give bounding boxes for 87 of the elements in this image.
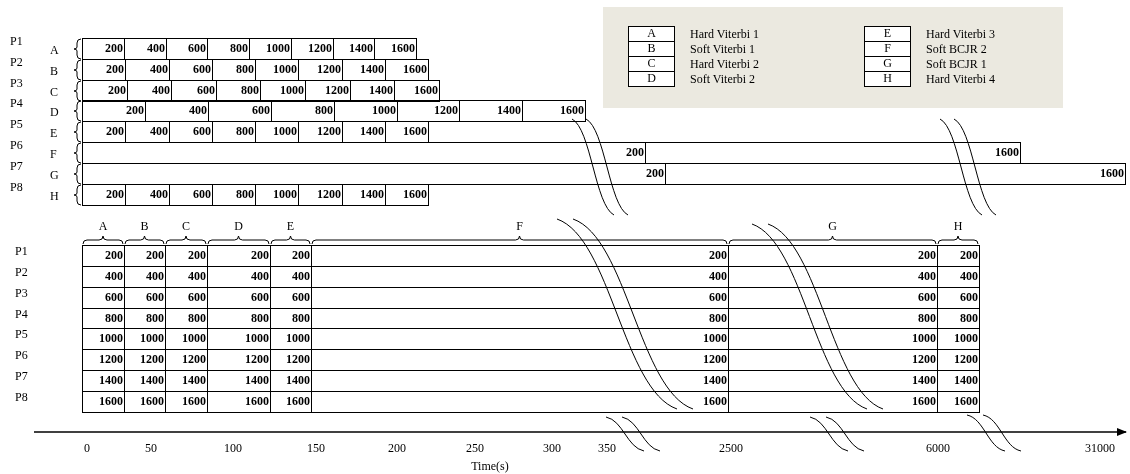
column-letter: E [286,219,295,233]
row-label: P1 [15,244,28,258]
row-letter: C [50,85,58,99]
row-letter: D [50,105,59,119]
tick-label: 0 [84,441,90,455]
bar-segment: 1400 [459,100,523,122]
row-label: P3 [10,76,23,90]
bar-segment: 200 [937,245,980,267]
row-label: P6 [10,138,23,152]
row-label: P7 [10,159,23,173]
row-letter: E [50,126,58,140]
legend-key-box: B [628,41,675,57]
tick-label: 350 [598,441,616,455]
legend-description: Hard Viterbi 2 [690,57,760,71]
row-label: P7 [15,369,28,383]
bar-segment: 1600 [385,184,429,206]
bar-segment: 1200 [397,100,460,122]
legend-description: Soft BCJR 2 [926,42,987,56]
tick-label: 31000 [1085,441,1115,455]
legend-description: Hard Viterbi 1 [690,27,760,41]
bar-segment: 200 [82,121,126,143]
row-label: P8 [10,180,23,194]
tick-label: 150 [307,441,325,455]
column-letter: G [828,219,837,233]
row-label: P5 [15,327,28,341]
column-letter: F [516,219,523,233]
row-label: P5 [10,117,23,131]
row-letter: G [50,168,59,182]
bar-segment: 200 [82,142,646,164]
bar-segment: 1600 [522,100,586,122]
bar-segment: 200 [82,100,146,122]
tick-label: 200 [388,441,406,455]
bar-segment: 1600 [82,391,125,413]
tick-label: 2500 [719,441,743,455]
bar-segment: 200 [82,245,125,267]
tick-label: 250 [466,441,484,455]
legend-panel [603,7,1063,108]
legend-key-box: G [864,56,911,72]
column-letter: D [234,219,243,233]
row-label: P2 [10,55,23,69]
legend-description: Soft BCJR 1 [926,57,987,71]
row-letter: F [50,147,57,161]
row-letter: B [50,64,58,78]
row-letter: A [50,43,59,57]
legend-key-box: D [628,71,675,87]
bar-segment: 1600 [394,80,440,102]
bar-segment: 200 [82,80,128,102]
bar-segment: 200 [82,59,126,81]
bar-segment: 600 [82,287,125,309]
tick-label: 300 [543,441,561,455]
legend-key-box: F [864,41,911,57]
legend-description: Soft Viterbi 2 [690,72,756,86]
legend-description: Hard Viterbi 4 [926,72,996,86]
bar-segment: 1600 [937,391,980,413]
row-label: P2 [15,265,28,279]
bar-segment: 200 [82,163,666,185]
tick-label: 100 [224,441,242,455]
tick-label: 50 [145,441,157,455]
bar-segment: 200 [82,38,125,60]
axis-title: Time(s) [471,459,509,473]
legend-description: Hard Viterbi 3 [926,27,996,41]
column-letter: B [140,219,149,233]
bar-segment: 1600 [665,163,1126,185]
legend-key-box: C [628,56,675,72]
legend-key-box: A [628,26,675,42]
row-label: P3 [15,286,28,300]
column-letter: A [98,219,108,233]
bar-segment: 1000 [82,328,125,350]
bar-segment: 800 [82,308,125,329]
legend-key-box: H [864,71,911,87]
bar-segment: 1400 [82,370,125,392]
bar-segment: 1600 [374,38,417,60]
tick-label: 6000 [926,441,950,455]
column-letter: C [182,219,190,233]
row-label: P8 [15,390,28,404]
bar-segment: 200 [82,184,126,206]
row-label: P4 [10,96,23,110]
row-label: P1 [10,34,23,48]
bar-segment: 1600 [645,142,1021,164]
row-letter: H [50,189,59,203]
row-label: P4 [15,307,28,321]
legend-description: Soft Viterbi 1 [690,42,756,56]
bar-segment: 400 [82,266,125,288]
legend-key-box: E [864,26,911,42]
row-label: P6 [15,348,28,362]
column-letter: H [953,219,963,233]
bar-segment: 1200 [82,349,125,371]
